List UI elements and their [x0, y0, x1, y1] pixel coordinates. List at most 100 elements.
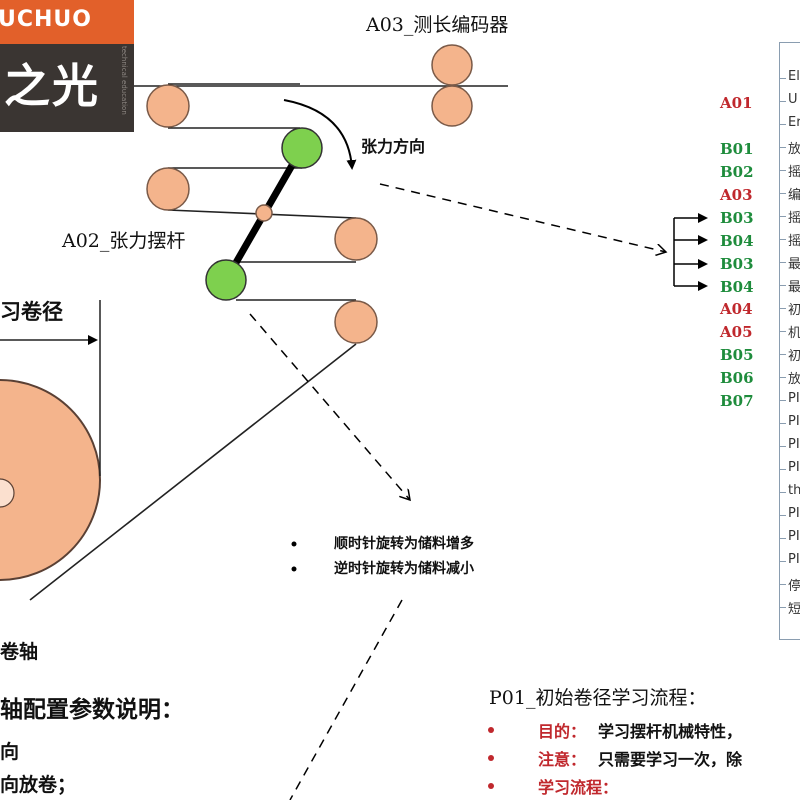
- dashed-arrow-to-list: [379, 183, 666, 252]
- idler-roller-4: [334, 300, 378, 344]
- p01-flow-label: 学习流程：: [538, 778, 619, 797]
- tree-item-2[interactable]: U: [788, 92, 798, 107]
- tree-branch: [780, 216, 786, 217]
- reel-core: [0, 478, 15, 508]
- tree-branch: [780, 377, 786, 378]
- tree-item-18[interactable]: PI: [788, 460, 800, 475]
- idler-rollers: [146, 44, 473, 344]
- p01-bullet-3: [488, 783, 494, 789]
- tree-branch: [780, 538, 786, 539]
- bullet-text-1: 顺时针旋转为储料增多: [334, 536, 474, 552]
- tree-branch: [780, 400, 786, 401]
- bottom-line-2: 向放卷；: [0, 774, 77, 796]
- reel-label: 卷轴: [0, 641, 39, 663]
- tension-direction-label: 张力方向: [361, 137, 426, 156]
- p01-bullet-2: [488, 755, 494, 761]
- tension-direction-arrow: [283, 99, 357, 170]
- tree-branch: [780, 354, 786, 355]
- tree-branch: [780, 239, 786, 240]
- logo-side-text: technical education: [120, 46, 128, 115]
- tree-branch: [780, 607, 786, 608]
- tree-item-14[interactable]: 放: [788, 372, 800, 387]
- tree-branch: [780, 561, 786, 562]
- bullet-text-2: 逆时针旋转为储料减小: [334, 561, 474, 577]
- p01-goal-label: 目的：: [538, 722, 587, 741]
- tree-branch: [780, 285, 786, 286]
- tree-item-9[interactable]: 最: [788, 257, 800, 272]
- tree-item-6[interactable]: 编: [788, 188, 800, 203]
- tree-branch: [780, 170, 786, 171]
- tree-branch: [780, 262, 786, 263]
- encoder-roller-top: [431, 44, 473, 86]
- tree-branch: [780, 423, 786, 424]
- dashed-line-to-bottom: [289, 599, 403, 801]
- tree-item-17[interactable]: PI: [788, 437, 800, 452]
- tree-branch: [780, 101, 786, 102]
- diameter-label: 习卷径: [0, 299, 63, 324]
- dancer-roller-bottom: [205, 259, 247, 301]
- p01-note-text: 只需要学习一次，除: [598, 750, 743, 769]
- tree-branch: [780, 331, 786, 332]
- parameter-code-11: B05: [720, 346, 754, 364]
- tree-branch: [780, 147, 786, 148]
- tree-branch: [780, 446, 786, 447]
- tree-item-16[interactable]: PI: [788, 414, 800, 429]
- parameter-code-8: B04: [720, 278, 754, 296]
- parameter-code-2: B01: [720, 140, 754, 158]
- tree-branch: [780, 193, 786, 194]
- tree-item-19[interactable]: th: [788, 483, 800, 498]
- tree-branch: [780, 584, 786, 585]
- tree-item-11[interactable]: 初: [788, 303, 800, 318]
- bullet-dot-1: [291, 541, 297, 547]
- fan-arrows: [673, 213, 708, 291]
- p01-title: P01_初始卷径学习流程：: [489, 687, 707, 709]
- web-to-reel: [29, 343, 357, 601]
- web-path: [29, 83, 508, 601]
- parameter-code-4: A03: [720, 186, 753, 204]
- tree-item-1[interactable]: El: [788, 69, 800, 84]
- dashed-arrow-to-notes: [249, 313, 410, 500]
- parameter-code-9: A04: [720, 300, 753, 318]
- dancer-roller-top: [281, 127, 323, 169]
- tree-branch: [780, 124, 786, 125]
- tree-item-13[interactable]: 初: [788, 349, 800, 364]
- tree-item-4[interactable]: 放: [788, 142, 800, 157]
- parameter-code-6: B04: [720, 232, 754, 250]
- tree-item-24[interactable]: 短: [788, 602, 800, 617]
- brand-logo: UCHUO 之光 technical education: [0, 0, 134, 132]
- tree-item-8[interactable]: 摇: [788, 234, 800, 249]
- reel-spool: [0, 379, 101, 581]
- p01-note-label: 注意：: [538, 750, 587, 769]
- idler-roller-3: [334, 217, 378, 261]
- logo-main-text: 之光: [4, 59, 100, 113]
- tree-item-3[interactable]: Er: [788, 115, 800, 130]
- dancer-label: A02_张力摆杆: [62, 230, 186, 252]
- encoder-roller-bottom: [431, 85, 473, 127]
- tree-item-7[interactable]: 摇: [788, 211, 800, 226]
- p01-goal-text: 学习摆杆机械特性，: [598, 722, 743, 741]
- tree-item-15[interactable]: PI: [788, 391, 800, 406]
- tree-branch: [780, 308, 786, 309]
- tree-item-22[interactable]: PI: [788, 552, 800, 567]
- tree-item-5[interactable]: 摇: [788, 165, 800, 180]
- bullet-dot-2: [291, 566, 297, 572]
- tree-item-10[interactable]: 最: [788, 280, 800, 295]
- dancer-pivot: [255, 204, 273, 222]
- parameter-code-7: B03: [720, 255, 754, 273]
- idler-roller-1: [146, 84, 190, 128]
- encoder-label: A03_测长编码器: [366, 14, 509, 36]
- logo-top-text: UCHUO: [0, 0, 134, 44]
- tree-item-23[interactable]: 停: [788, 579, 800, 594]
- tree-item-12[interactable]: 机: [788, 326, 800, 341]
- tree-branch: [780, 78, 786, 79]
- parameter-code-10: A05: [720, 323, 753, 341]
- tree-branch: [780, 492, 786, 493]
- tree-item-20[interactable]: PI: [788, 506, 800, 521]
- parameter-code-5: B03: [720, 209, 754, 227]
- p01-bullet-1: [488, 727, 494, 733]
- parameter-code-12: B06: [720, 369, 754, 387]
- tree-item-21[interactable]: PI: [788, 529, 800, 544]
